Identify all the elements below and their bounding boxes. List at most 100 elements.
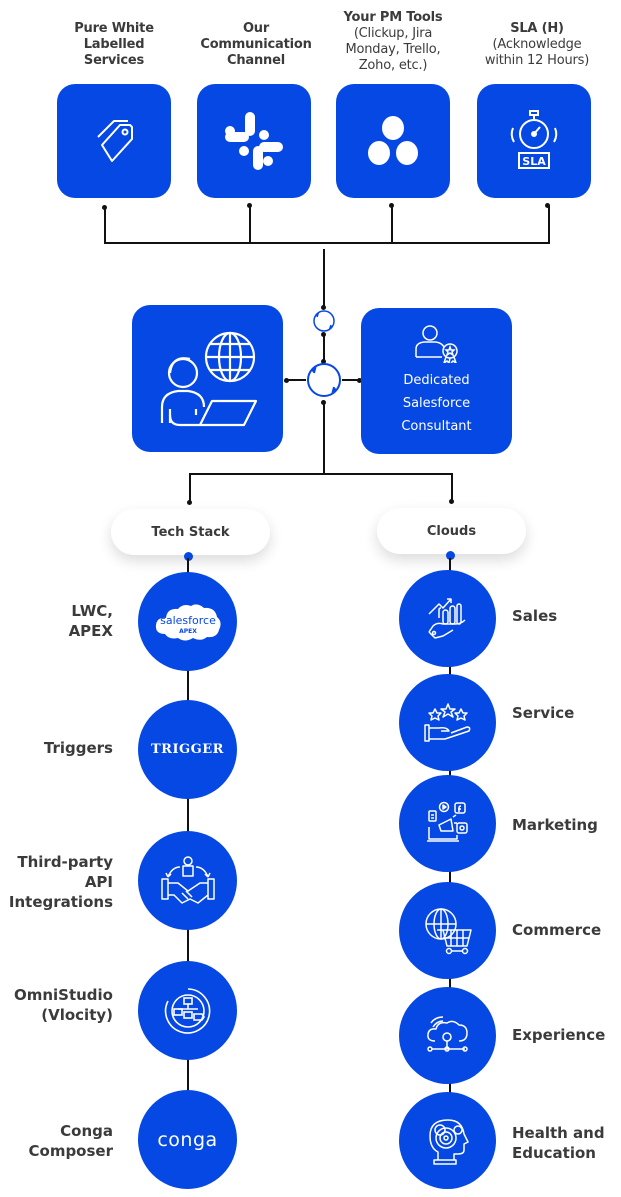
cloud-label-experience: Experience (512, 1025, 621, 1045)
slack-icon (225, 112, 283, 170)
branch-dot (446, 551, 455, 560)
label-subline: (Clickup, Jira (353, 26, 433, 41)
cloud-label-commerce: Commerce (512, 920, 621, 940)
service-stars-hand-icon (423, 702, 470, 742)
connector-bus (104, 242, 550, 244)
connector-line (342, 379, 360, 381)
service-label-sla: SLA (H) (Acknowledge within 12 Hours) (468, 21, 606, 69)
label-line: Experience (512, 1026, 606, 1044)
asana-icon (368, 116, 418, 165)
connector-line (548, 205, 550, 243)
label-line: Third-party (17, 853, 113, 871)
certified-person-icon (414, 324, 458, 363)
health-education-head-icon (428, 1118, 469, 1165)
cloud-item-sales (399, 570, 496, 667)
cloud-item-experience (399, 987, 496, 1084)
handshake-integration-icon (160, 855, 215, 904)
label-subline: Monday, Trello, (345, 42, 441, 57)
sync-icon-large (307, 363, 341, 397)
connector-dot (321, 332, 326, 337)
connector-line (323, 249, 325, 309)
label-line: Triggers (43, 739, 113, 757)
branch-dot (184, 552, 193, 561)
label-line: Health and (512, 1124, 605, 1142)
tech-stack-label: Tech Stack (151, 524, 230, 540)
sla-stopwatch-icon: SLA (510, 110, 558, 169)
connector-dot (545, 203, 550, 208)
tech-label-omnistudio: OmniStudio (Vlocity) (0, 985, 113, 1025)
cloud-item-service (399, 674, 496, 771)
connector-line (323, 402, 325, 474)
cloud-item-health-education (399, 1092, 496, 1189)
cloud-item-marketing (399, 775, 496, 872)
tech-label-lwc-apex: LWC, APEX (0, 601, 113, 641)
label-line: Dedicated (403, 372, 470, 388)
service-box-sla: SLA (477, 84, 591, 198)
connector-bus (189, 473, 453, 475)
commerce-globe-cart-icon (424, 907, 472, 954)
consultant-box: Dedicated Salesforce Consultant (361, 308, 512, 454)
sync-icon-small (313, 310, 335, 332)
label-line: Commerce (512, 921, 602, 939)
label-line: Labelled (83, 37, 145, 52)
tech-item-lwc-apex: salesforce APEX (138, 572, 237, 671)
label-line: Pure White (74, 21, 154, 36)
tech-item-triggers: TRIGGER (138, 700, 237, 799)
cloud-label-service: Service (512, 703, 621, 723)
consultant-label: Dedicated Salesforce Consultant (401, 369, 471, 438)
marketing-megaphone-icon (426, 801, 468, 842)
label-line: Services (83, 53, 145, 68)
tech-item-conga: conga (138, 1090, 237, 1189)
label-line: Conga (60, 1122, 113, 1140)
experience-cloud-network-icon (426, 1015, 468, 1052)
connector-line (323, 335, 325, 363)
clouds-pill: Clouds (377, 508, 526, 554)
connector-line (391, 205, 393, 243)
connector-dot (449, 499, 454, 504)
label-line: Marketing (512, 816, 598, 834)
cloud-label-marketing: Marketing (512, 815, 621, 835)
label-line: API (84, 873, 113, 891)
connector-dot (187, 500, 192, 505)
flowchart-icon (164, 987, 210, 1034)
label-line: Integrations (8, 893, 113, 911)
label-line: Our (242, 21, 270, 36)
service-label-white-labelled: Pure White Labelled Services (50, 21, 178, 69)
connector-dot (321, 359, 326, 364)
label-line: Your PM Tools (343, 10, 443, 25)
service-label-communication: Our Communication Channel (186, 21, 326, 69)
connector-line (451, 473, 453, 503)
apex-logo-text: APEX (179, 628, 197, 635)
service-box-white-labelled (57, 84, 171, 198)
cloud-label-health-education: Health and Education (512, 1123, 621, 1163)
label-line: Education (512, 1144, 596, 1162)
connector-line (104, 207, 106, 243)
price-tag-icon (97, 120, 133, 162)
developer-globe-icon (160, 331, 257, 426)
cloud-label-sales: Sales (512, 606, 621, 626)
label-line: Composer (28, 1142, 114, 1160)
clouds-label: Clouds (426, 523, 477, 539)
sales-growth-hand-icon (427, 597, 466, 639)
label-line: OmniStudio (13, 986, 113, 1004)
tech-label-api-integrations: Third-party API Integrations (0, 852, 113, 912)
service-box-communication (197, 84, 311, 198)
label-line: LWC, (71, 602, 113, 620)
cloud-item-commerce (399, 882, 496, 979)
service-box-pm-tools (336, 84, 450, 198)
connector-dot (357, 378, 362, 383)
label-line: Salesforce (402, 395, 471, 411)
salesforce-apex-logo: salesforce APEX (155, 603, 221, 640)
label-line: APEX (68, 622, 113, 640)
label-line: (Vlocity) (41, 1006, 113, 1024)
connector-line (249, 205, 251, 243)
label-line: Consultant (401, 418, 472, 434)
tech-stack-pill: Tech Stack (111, 509, 270, 555)
label-line: Channel (227, 53, 285, 68)
label-line: Communication (200, 37, 312, 52)
tech-item-omnistudio (138, 961, 237, 1060)
label-line: Sales (512, 607, 558, 625)
connector-dot (284, 378, 289, 383)
sla-icon-text: SLA (522, 155, 546, 168)
connector-line (287, 379, 306, 381)
